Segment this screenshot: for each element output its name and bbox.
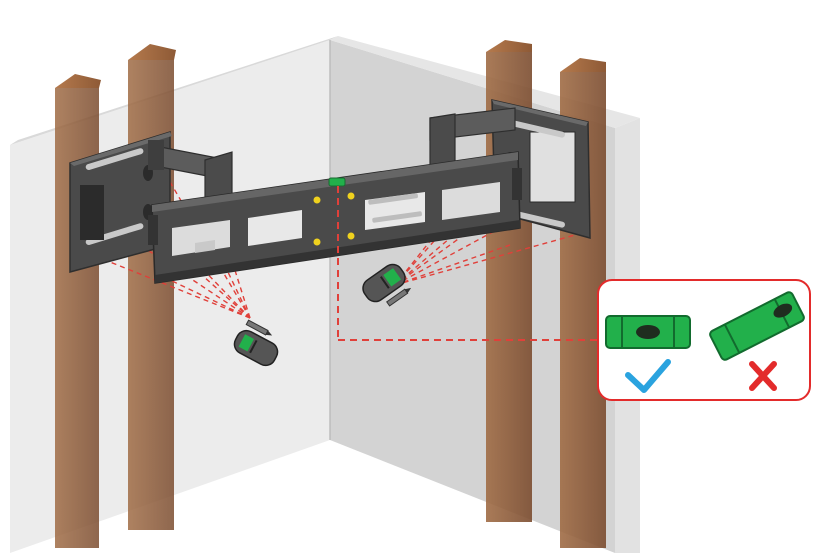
left-wall-plate [69,130,172,273]
pencil-icon [386,287,412,307]
marker-dot [347,232,355,240]
level-check-callout [597,279,811,401]
marker-dot [313,196,321,204]
stud-finder-icon [233,329,279,367]
bracket-level-icon [328,177,346,187]
stud-left-2 [128,44,176,530]
marker-dot [313,238,321,246]
checkmark-icon [625,359,671,393]
level-icon [605,315,691,349]
stud-finder-icon [362,263,406,303]
level-pointer-line [337,186,598,341]
tv-mount-bracket [148,151,522,284]
cross-icon [749,361,777,391]
stud-left-1 [55,74,101,548]
tilted-level-icon [709,291,805,361]
right-articulating-arm [429,107,516,169]
marker-dot [347,192,355,200]
pencil-icon [245,319,273,336]
